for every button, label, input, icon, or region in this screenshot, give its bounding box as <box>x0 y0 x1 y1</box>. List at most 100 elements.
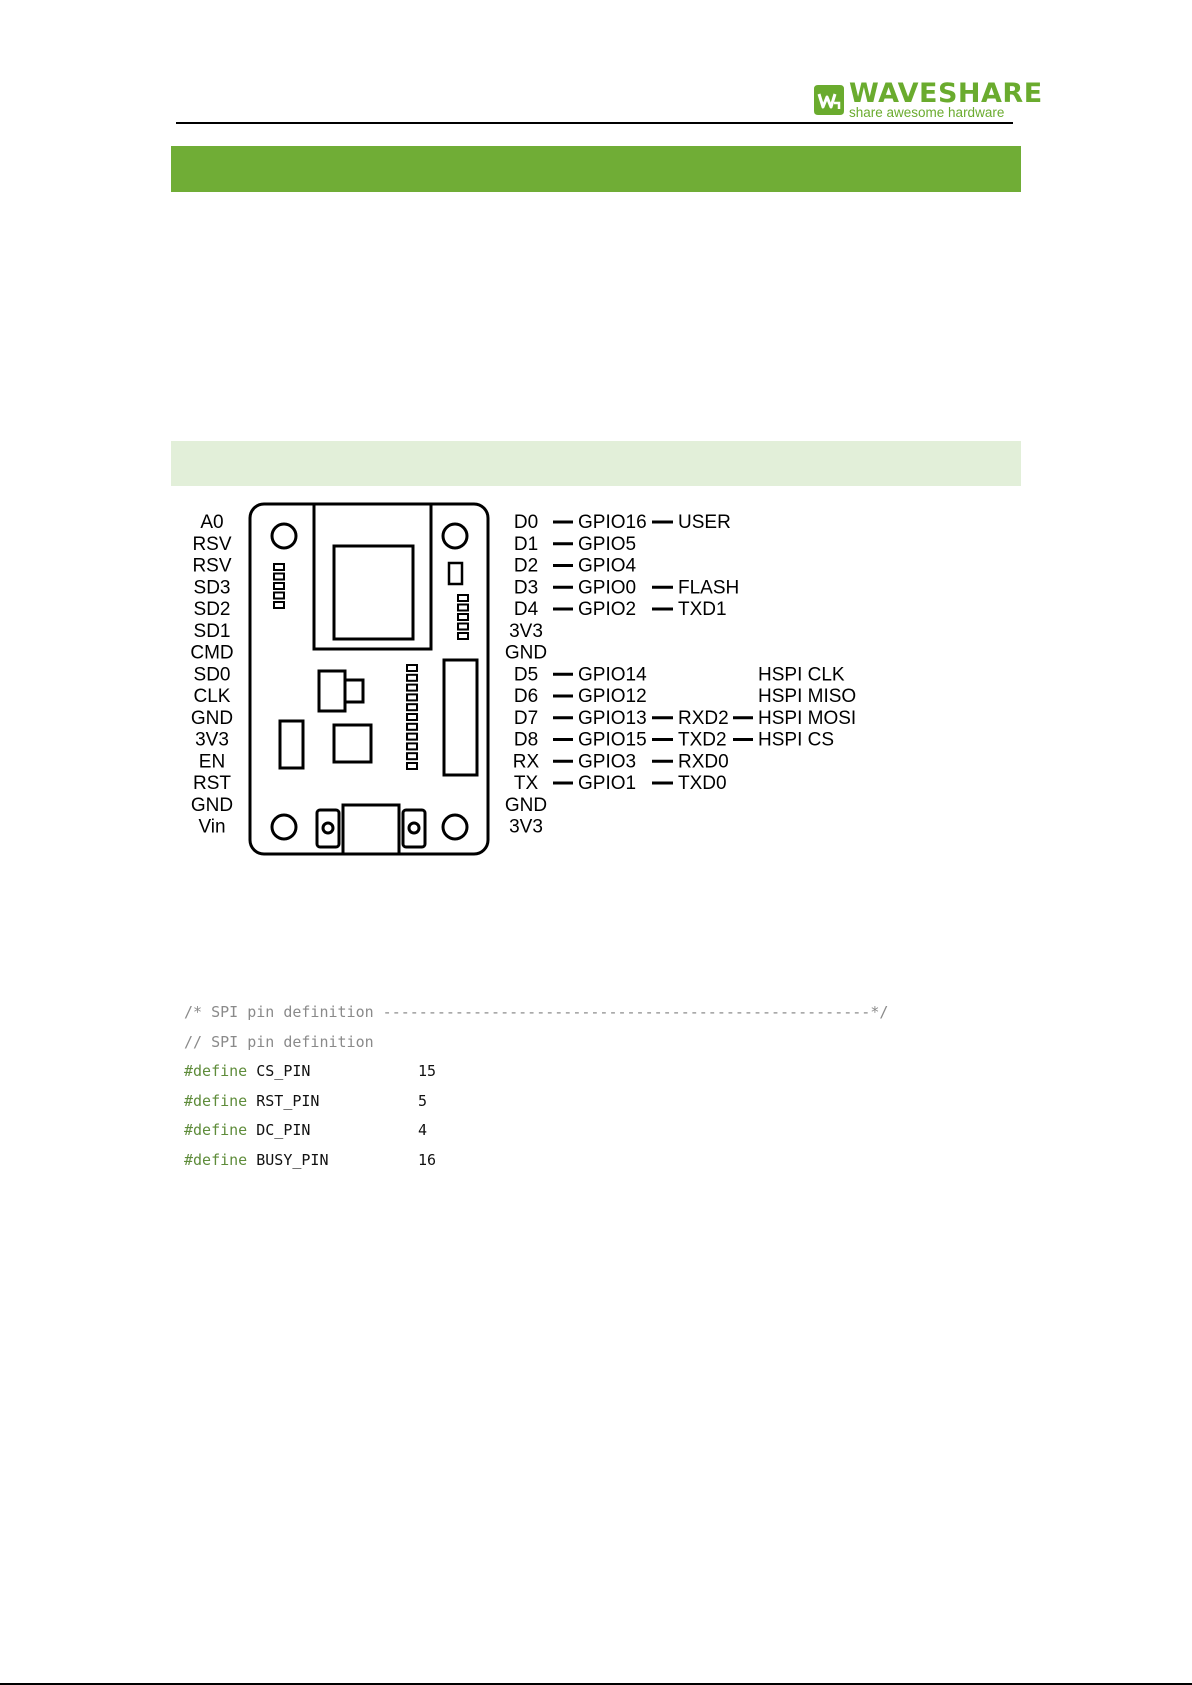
function-label: USER <box>678 512 731 533</box>
hspi-label: HSPI MISO <box>758 686 856 707</box>
gpio-label: GPIO5 <box>578 534 636 555</box>
left-pin-label: RSV <box>192 556 231 577</box>
left-pin-label: GND <box>191 795 233 816</box>
pad <box>406 703 418 712</box>
board-pads <box>273 563 469 770</box>
pad <box>457 632 469 640</box>
pad <box>273 601 285 609</box>
gpio-label: GPIO15 <box>578 730 647 751</box>
pad <box>406 664 418 672</box>
left-pin-labels: A0RSVRSVSD3SD2SD1CMDSD0CLKGND3V3ENRSTGND… <box>190 512 233 838</box>
pad <box>406 722 418 731</box>
right-pin-label: D4 <box>514 599 539 620</box>
left-pin-label: RSV <box>192 534 231 555</box>
hspi-label: HSPI CLK <box>758 664 845 685</box>
right-pin-label: D2 <box>514 556 538 577</box>
pad <box>273 563 285 571</box>
left-pin-label: SD0 <box>194 664 231 685</box>
waveshare-logo-icon <box>814 85 844 115</box>
right-pin-label: TX <box>514 773 539 794</box>
left-pin-label: SD3 <box>194 577 231 598</box>
gpio-label: GPIO2 <box>578 599 636 620</box>
logo-tagline: share awesome hardware <box>849 105 1005 120</box>
left-pin-label: CMD <box>190 643 233 664</box>
pad <box>457 594 469 602</box>
right-pin-label: GND <box>505 643 547 664</box>
right-pin-label: D6 <box>514 686 538 707</box>
pad <box>406 693 418 702</box>
left-pin-label: 3V3 <box>195 730 229 751</box>
define-name: CS_PIN <box>247 1062 311 1080</box>
section-bar <box>171 146 1021 192</box>
left-pin-label: GND <box>191 708 233 729</box>
define-value: 4 <box>418 1121 428 1139</box>
left-pin-label: RST <box>193 773 231 794</box>
function-label: TXD2 <box>678 730 727 751</box>
pad <box>406 732 418 741</box>
pad <box>406 752 418 761</box>
pad <box>273 591 285 600</box>
code-listing: /* SPI pin definition ------------------… <box>184 998 964 1175</box>
footer-rule <box>0 1683 1192 1685</box>
pad <box>457 613 469 621</box>
function-label: RXD2 <box>678 708 729 729</box>
right-pin-label: D7 <box>514 708 538 729</box>
gpio-label: GPIO3 <box>578 751 636 772</box>
pad <box>406 742 418 751</box>
function-label: FLASH <box>678 577 739 598</box>
header-rule <box>176 122 1013 124</box>
pad <box>406 762 418 770</box>
code-comment-line: // SPI pin definition <box>184 1032 374 1051</box>
subsection-bar <box>171 441 1021 486</box>
define-value: 16 <box>418 1150 437 1169</box>
code-comment-block: /* SPI pin definition ------------------… <box>184 1003 889 1021</box>
define-name: BUSY_PIN <box>247 1150 329 1169</box>
define-name: RST_PIN <box>247 1091 320 1110</box>
function-label: RXD0 <box>678 751 729 772</box>
hspi-label: HSPI MOSI <box>758 708 856 729</box>
right-pin-label: RX <box>513 751 540 772</box>
pad <box>457 603 469 612</box>
define-keyword: #define <box>184 1091 248 1110</box>
logo-wordmark: WAVESHARE <box>849 78 1043 109</box>
define-keyword: #define <box>184 1150 248 1169</box>
left-pin-label: A0 <box>200 512 223 533</box>
right-pin-label: D3 <box>514 577 538 598</box>
left-pin-label: EN <box>199 751 225 772</box>
gpio-label: GPIO12 <box>578 686 647 707</box>
right-pin-label: D1 <box>514 534 538 555</box>
left-pin-label: SD1 <box>194 621 231 642</box>
gpio-label: GPIO0 <box>578 577 636 598</box>
right-pin-label: 3V3 <box>509 621 543 642</box>
define-value: 15 <box>418 1062 437 1080</box>
define-line: #define DC_PIN 4 <box>184 1116 964 1146</box>
define-line: #define RST_PIN 5 <box>184 1087 964 1117</box>
gpio-label: GPIO13 <box>578 708 647 729</box>
pad <box>406 683 418 692</box>
pad <box>406 713 418 721</box>
right-pin-label: D0 <box>514 512 538 533</box>
pad <box>406 673 418 682</box>
pad <box>457 622 469 631</box>
left-pin-label: CLK <box>194 686 231 707</box>
function-label: TXD0 <box>678 773 727 794</box>
right-pin-label: 3V3 <box>509 817 543 838</box>
define-value: 5 <box>418 1091 428 1110</box>
define-keyword: #define <box>184 1121 248 1139</box>
define-name: DC_PIN <box>247 1121 311 1139</box>
nodemcu-pinout-diagram: A0RSVRSVSD3SD2SD1CMDSD0CLKGND3V3ENRSTGND… <box>190 502 856 856</box>
right-pin-label: D8 <box>514 730 538 751</box>
function-label: TXD1 <box>678 599 727 620</box>
waveshare-logo: WAVESHARE share awesome hardware <box>812 78 1042 122</box>
gpio-label: GPIO16 <box>578 512 647 533</box>
right-pin-label: D5 <box>514 664 538 685</box>
right-pin-label: GND <box>505 795 547 816</box>
gpio-label: GPIO4 <box>578 556 637 577</box>
left-pin-label: SD2 <box>194 599 231 620</box>
pad <box>273 582 285 590</box>
board-outline <box>248 502 490 856</box>
pad <box>273 572 285 581</box>
left-pin-label: Vin <box>198 817 225 838</box>
